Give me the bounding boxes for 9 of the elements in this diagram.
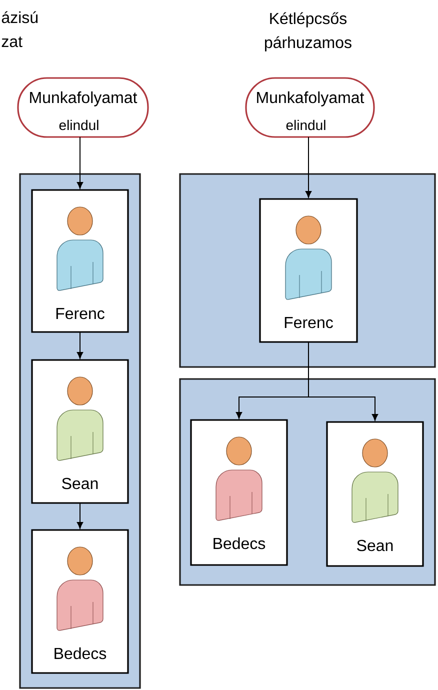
arrow — [76, 502, 84, 529]
arrow — [76, 332, 84, 359]
start-terminal: Munkafolyamat elindul — [245, 77, 375, 138]
arrow — [305, 136, 312, 198]
start-terminal: Munkafolyamat elindul — [17, 77, 149, 138]
column-heading: ázisú zat — [2, 11, 38, 48]
arrow — [76, 136, 84, 189]
arrow — [308, 342, 378, 421]
column-heading: Kétlépcsős párhuzamos — [265, 12, 352, 52]
